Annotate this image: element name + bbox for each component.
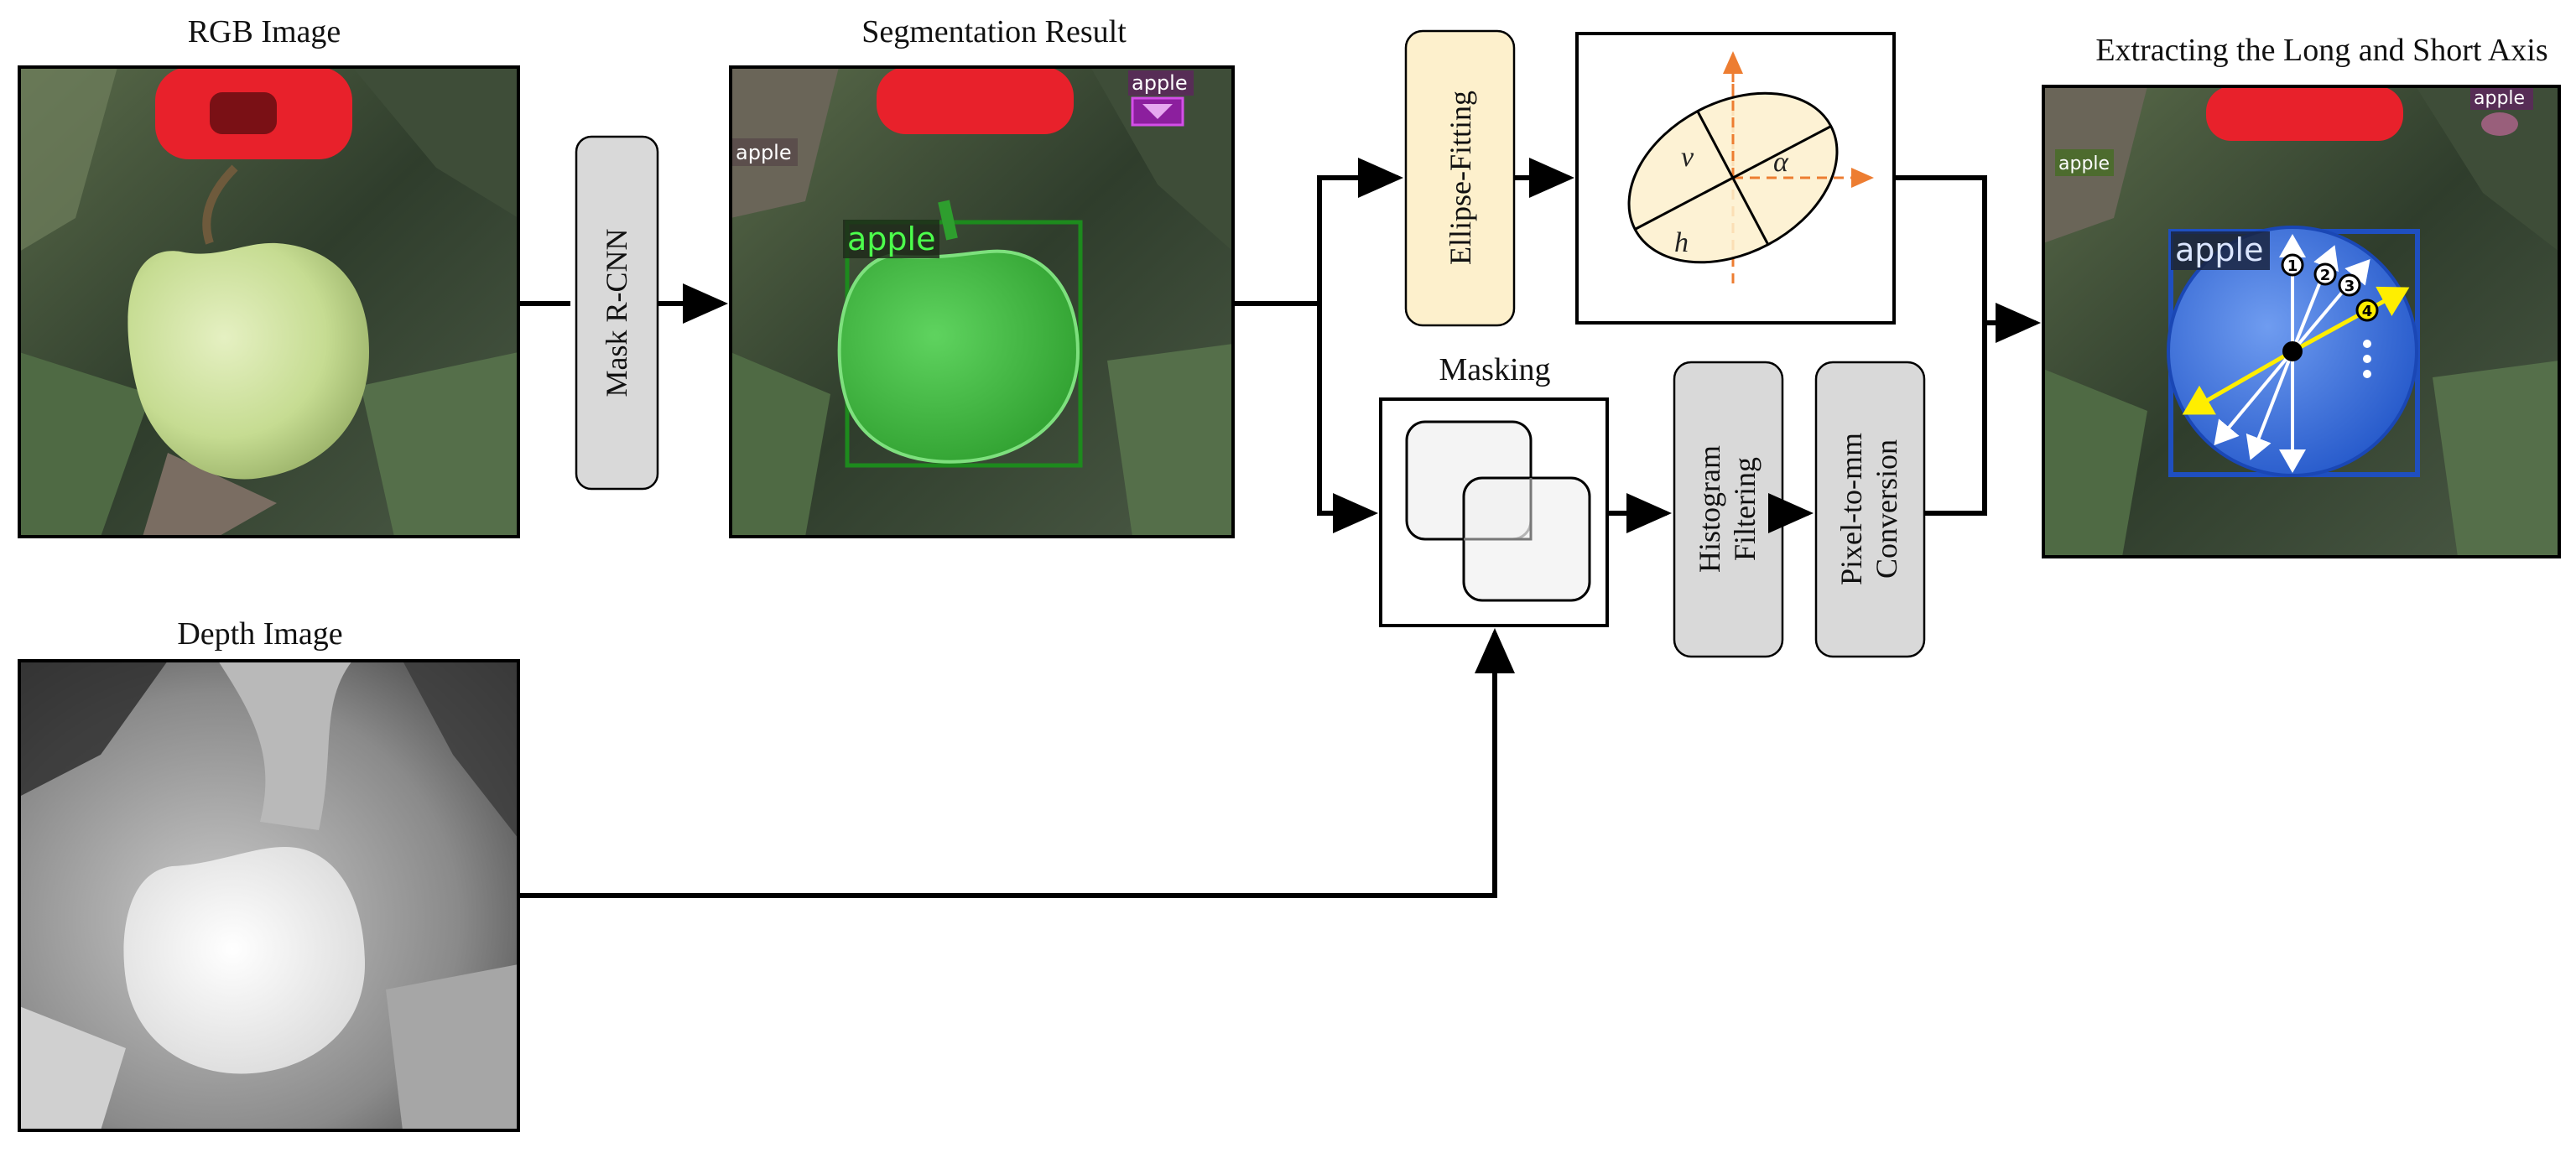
mask-rcnn-label: Mask R-CNN bbox=[600, 228, 633, 397]
ellipse-minor-axis bbox=[1696, 111, 1770, 246]
apple-tag-blue: apple bbox=[2175, 231, 2263, 268]
apple-tag-small-pink: apple bbox=[2474, 88, 2525, 109]
ellipse-diagram: v α h bbox=[1575, 32, 1896, 325]
apple-tag-small-purple: apple bbox=[1132, 71, 1188, 95]
long-axis-arrow bbox=[2291, 286, 2410, 354]
axis-marker-4: 4 bbox=[2362, 303, 2373, 320]
apple-tag-green: apple bbox=[847, 221, 935, 257]
pixel-label-line2: Conversion bbox=[1870, 439, 1903, 579]
edge-to-ellipse-fitting bbox=[1317, 158, 1403, 304]
edge-to-masking bbox=[1317, 304, 1378, 533]
ellipse-v-label: v bbox=[1681, 142, 1694, 173]
masking-box bbox=[1379, 397, 1609, 627]
edge-pixel-to-merge bbox=[1924, 323, 1987, 516]
edge-depth-to-masking bbox=[518, 628, 1515, 898]
extracting-axis-title: Extracting the Long and Short Axis bbox=[2095, 33, 2547, 68]
axis-marker-2: 2 bbox=[2320, 267, 2331, 284]
apple-tag-small-left: apple bbox=[736, 141, 792, 164]
apple-tag-small-green: apple bbox=[2058, 153, 2110, 174]
segmentation-image: apple apple apple bbox=[731, 67, 1233, 537]
pixel-label-line1: Pixel-to-mm bbox=[1834, 433, 1868, 585]
masking-title: Masking bbox=[1439, 352, 1551, 387]
axis-marker-1: 1 bbox=[2287, 257, 2298, 275]
segmentation-result-title: Segmentation Result bbox=[861, 14, 1127, 49]
axis-marker-3: 3 bbox=[2344, 278, 2355, 295]
edge-ellipse-to-merge bbox=[1894, 175, 1987, 323]
ellipse-fitting-label: Ellipse-Fitting bbox=[1444, 91, 1477, 265]
long-axis-arrow-opposite bbox=[2182, 349, 2294, 415]
depth-apple bbox=[123, 847, 365, 1074]
green-apple bbox=[127, 242, 369, 480]
depth-image bbox=[19, 661, 518, 1130]
rgb-image-title: RGB Image bbox=[188, 14, 341, 49]
ellipse-h-label: h bbox=[1674, 227, 1689, 258]
centroid-dot bbox=[2282, 341, 2303, 361]
pixel-to-mm-box bbox=[1814, 361, 1926, 658]
depth-image-title: Depth Image bbox=[177, 616, 342, 652]
rgb-image bbox=[19, 67, 518, 537]
ellipse-alpha-label: α bbox=[1773, 147, 1789, 178]
mask-rcnn-box bbox=[575, 135, 659, 491]
apple-mask-green bbox=[837, 249, 1080, 464]
histogram-label-line1: Histogram bbox=[1693, 445, 1726, 573]
axis-result-image: apple apple apple 1 2 3 4 bbox=[2043, 86, 2559, 557]
histogram-label-line2: Filtering bbox=[1728, 457, 1762, 561]
